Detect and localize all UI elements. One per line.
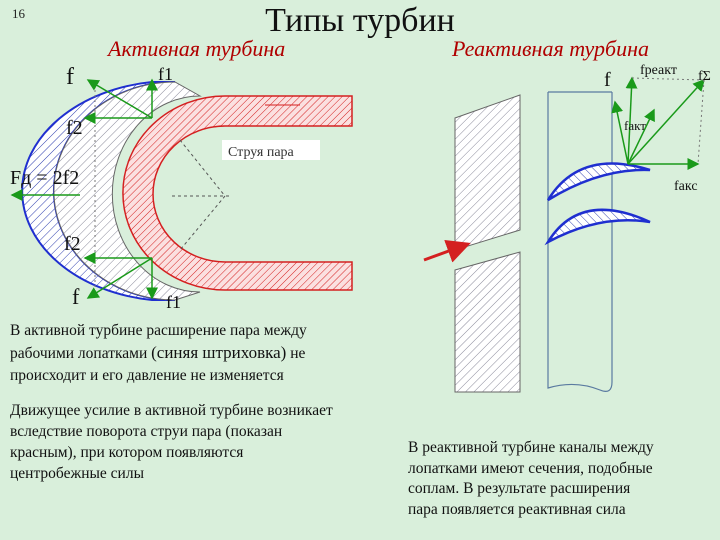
text-line: красным), при котором появляются	[10, 444, 244, 461]
slide-number: 16	[12, 6, 25, 21]
active-turbine-description: В активной турбине расширение пара между…	[10, 320, 390, 387]
label-f2-lower: f2	[64, 233, 81, 255]
nozzle-upper	[454, 94, 521, 251]
guide-line	[179, 195, 226, 251]
label-f-right: f	[604, 69, 611, 91]
force-react-arrow	[625, 76, 638, 165]
label-f-act: fакт	[624, 118, 646, 133]
text-line: В реактивной турбине каналы между	[408, 439, 654, 456]
reactive-blade-lower	[544, 208, 651, 246]
label-f1-bottom: f1	[166, 292, 181, 312]
steam-jet	[122, 95, 353, 291]
text-line: вследствие поворота струи пара (показан	[10, 423, 283, 440]
text-line: пара появляется реактивная сила	[408, 500, 626, 518]
jet-label-box	[222, 140, 320, 160]
text-line: В активной турбине расширение пара между	[10, 322, 307, 339]
label-f-top: f	[66, 64, 74, 90]
text-run: рабочими лопатками	[10, 345, 152, 362]
reactive-blade-upper	[546, 162, 651, 202]
text-run: не	[286, 345, 306, 362]
force-arrow	[86, 79, 153, 119]
text-run-emphasis: (синяя штриховка)	[151, 343, 287, 362]
guide-line	[631, 77, 705, 81]
text-line: Движущее усилие в активной турбине возни…	[10, 402, 333, 419]
guide-line	[179, 139, 226, 197]
jet-label: Струя пара	[228, 145, 295, 160]
text-line: рабочими лопатками (синяя штриховка) не	[10, 342, 390, 365]
text-line: происходит и его давление не изменяется	[10, 367, 284, 384]
page-title: Типы турбин	[265, 2, 455, 39]
label-f-sigma: fΣ	[698, 69, 711, 84]
force-arrow	[86, 257, 153, 299]
force-sigma-arrow	[627, 78, 706, 165]
text-line: соплам. В результате расширения	[408, 480, 631, 497]
label-f-react: fреакт	[640, 63, 677, 78]
active-turbine-heading: Активная турбина	[108, 36, 286, 61]
reactive-turbine-heading: Реактивная турбина	[452, 36, 649, 61]
reactive-turbine-description: В реактивной турбине каналы между лопатк…	[408, 438, 708, 520]
text-line: центробежные силы	[10, 465, 144, 482]
nozzle-lower	[454, 251, 521, 393]
rotor-channel	[547, 92, 613, 392]
active-blade-gray	[53, 81, 202, 301]
label-f-bottom: f	[72, 284, 80, 309]
text-line: лопатками имеют сечения, подобные	[408, 459, 653, 477]
steam-inlet-arrow	[423, 239, 471, 263]
label-fd-equation: Fд = 2f2	[10, 167, 79, 189]
label-f1-top: f1	[158, 64, 173, 84]
force-f-arrow	[611, 100, 629, 165]
force-act-arrow	[627, 108, 655, 165]
label-f-aks: fакс	[674, 179, 698, 194]
active-force-description: Движущее усилие в активной турбине возни…	[10, 400, 400, 484]
guide-line	[697, 79, 705, 165]
label-f2-upper: f2	[66, 117, 83, 139]
